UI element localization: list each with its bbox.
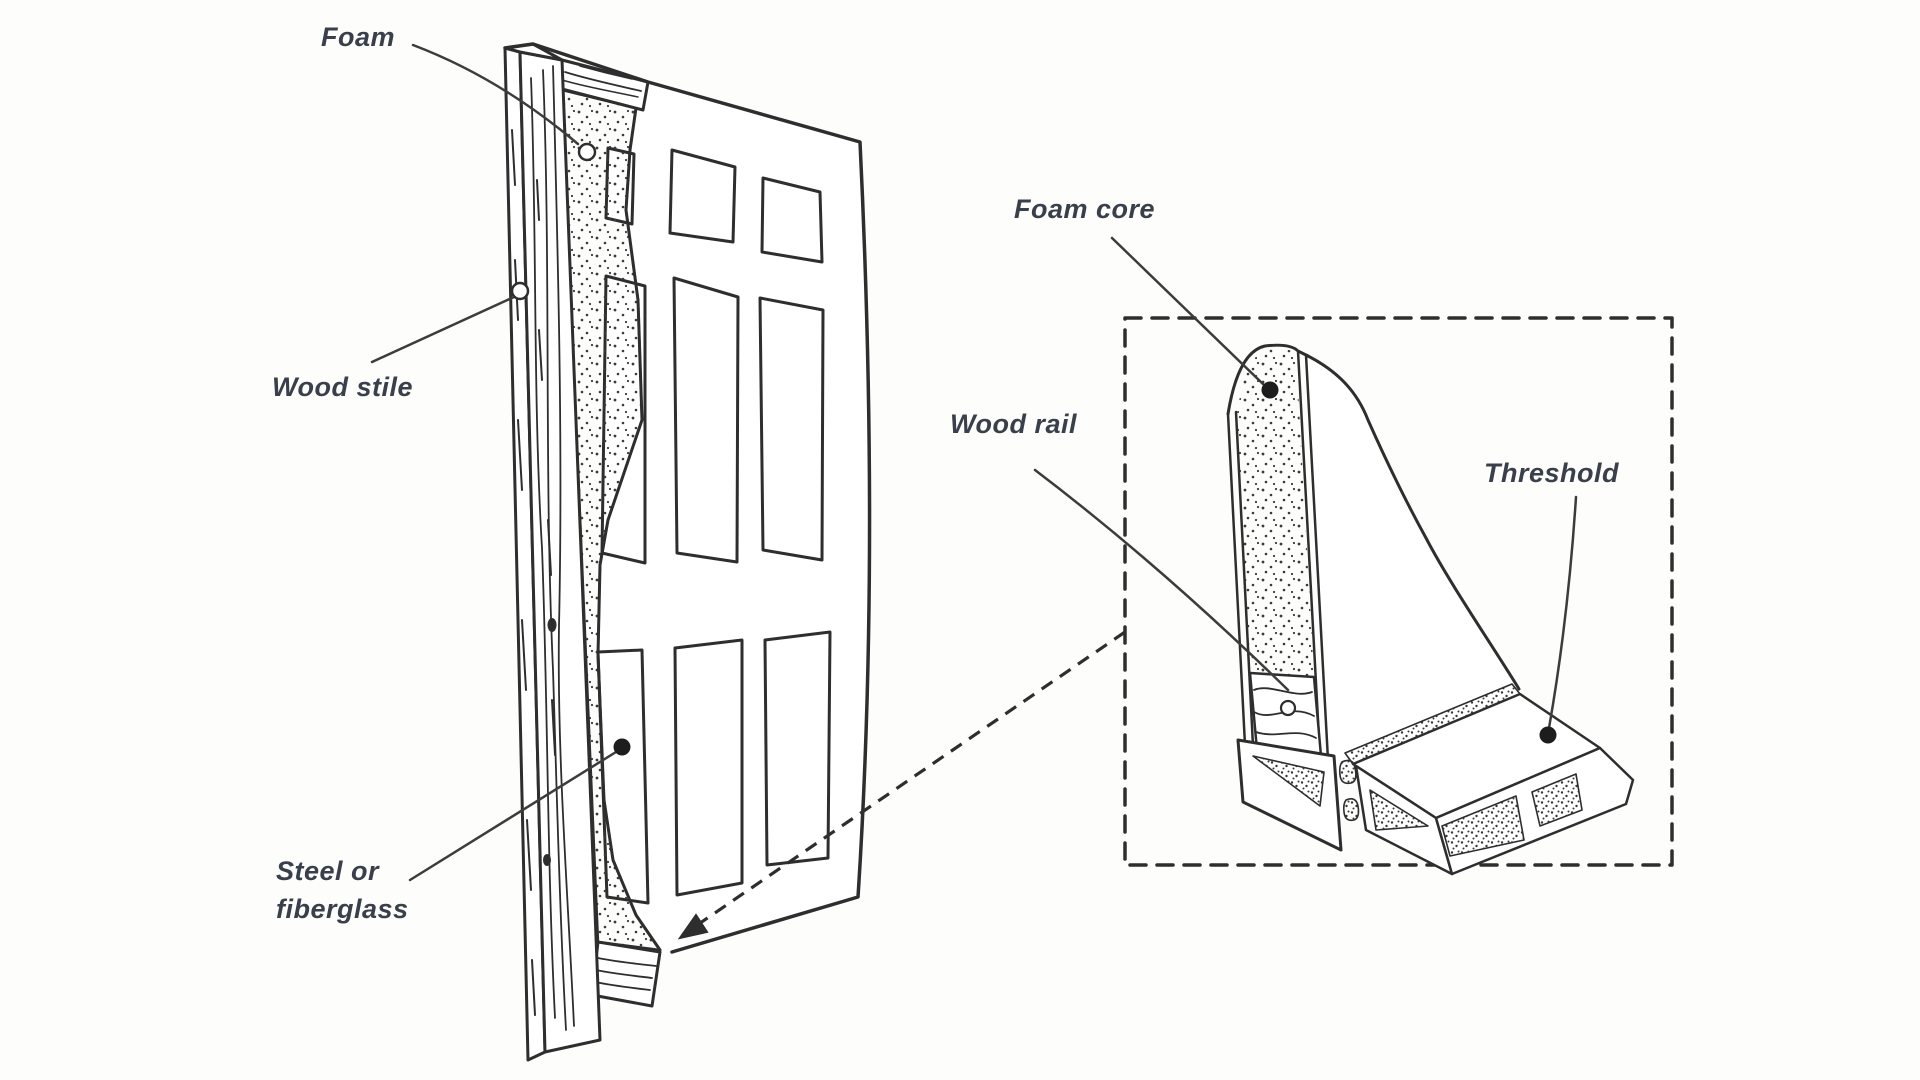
door-panel: [672, 276, 740, 564]
wood-stile-marker-circle: [510, 281, 530, 301]
door-face-sweep: [1306, 355, 1519, 760]
leader-markers: [510, 142, 1557, 756]
door-panel: [760, 176, 824, 264]
wood-rail-leader-circle: [1279, 699, 1297, 717]
section-foam-core: [1237, 349, 1314, 677]
stile-knot: [547, 618, 557, 632]
threshold-gap-blob: [1342, 798, 1360, 822]
threshold-gap-blob: [1338, 759, 1357, 785]
threshold-assembly: [1236, 683, 1635, 876]
foam-core-marker-dot: [1261, 381, 1279, 399]
threshold-front-web: [1441, 795, 1525, 857]
foam-core-label: Foam core: [1014, 194, 1155, 224]
wood-rail-block: [1248, 671, 1323, 758]
steel-label-line1: Steel or: [276, 856, 380, 886]
wood-rail-leader-line: [1033, 468, 1290, 692]
door-bottom-section: [1226, 343, 1330, 762]
steel-label-line2: fiberglass: [276, 894, 409, 924]
foam-leader-line: [411, 43, 580, 146]
detail-callout-arrow: [677, 630, 1126, 940]
door-panel: [763, 630, 832, 867]
steel-marker-dot: [613, 738, 631, 756]
threshold-left-cap: [1236, 738, 1343, 852]
door-illustration: [503, 42, 872, 1062]
leader-lines: [370, 43, 1578, 882]
stile-knot: [543, 854, 551, 866]
wood-stile-label: Wood stile: [272, 372, 413, 402]
door-panel: [673, 638, 744, 897]
threshold-marker-dot: [1539, 726, 1557, 744]
threshold-leader-line: [1547, 495, 1578, 730]
door-panel: [758, 296, 825, 562]
detail-callout-box: [1123, 316, 1674, 867]
foam-label: Foam: [321, 22, 395, 52]
wood-rail-label: Wood rail: [950, 409, 1077, 439]
foam-marker-circle: [577, 142, 597, 162]
door-outline: [503, 42, 872, 954]
labels: Foam Wood stile Steel or fiberglass Foam…: [272, 22, 1619, 924]
foam-core-leader-line: [1110, 236, 1265, 386]
threshold-left-web: [1252, 755, 1325, 807]
foam-torn-edge: [596, 106, 662, 952]
door-panel: [668, 148, 737, 244]
wood-stile-leader-line: [370, 295, 516, 364]
threshold-front-web: [1531, 773, 1583, 827]
section-top-cap: [1226, 343, 1310, 416]
threshold-wedge-web: [1369, 789, 1429, 831]
threshold-label: Threshold: [1484, 458, 1619, 488]
detail-view: [1123, 316, 1674, 876]
steel-leader-line: [408, 750, 618, 882]
door-face-sweep-edge: [1304, 353, 1521, 691]
section-left-skin: [1226, 410, 1255, 748]
bottom-rail-band: [590, 940, 662, 1008]
